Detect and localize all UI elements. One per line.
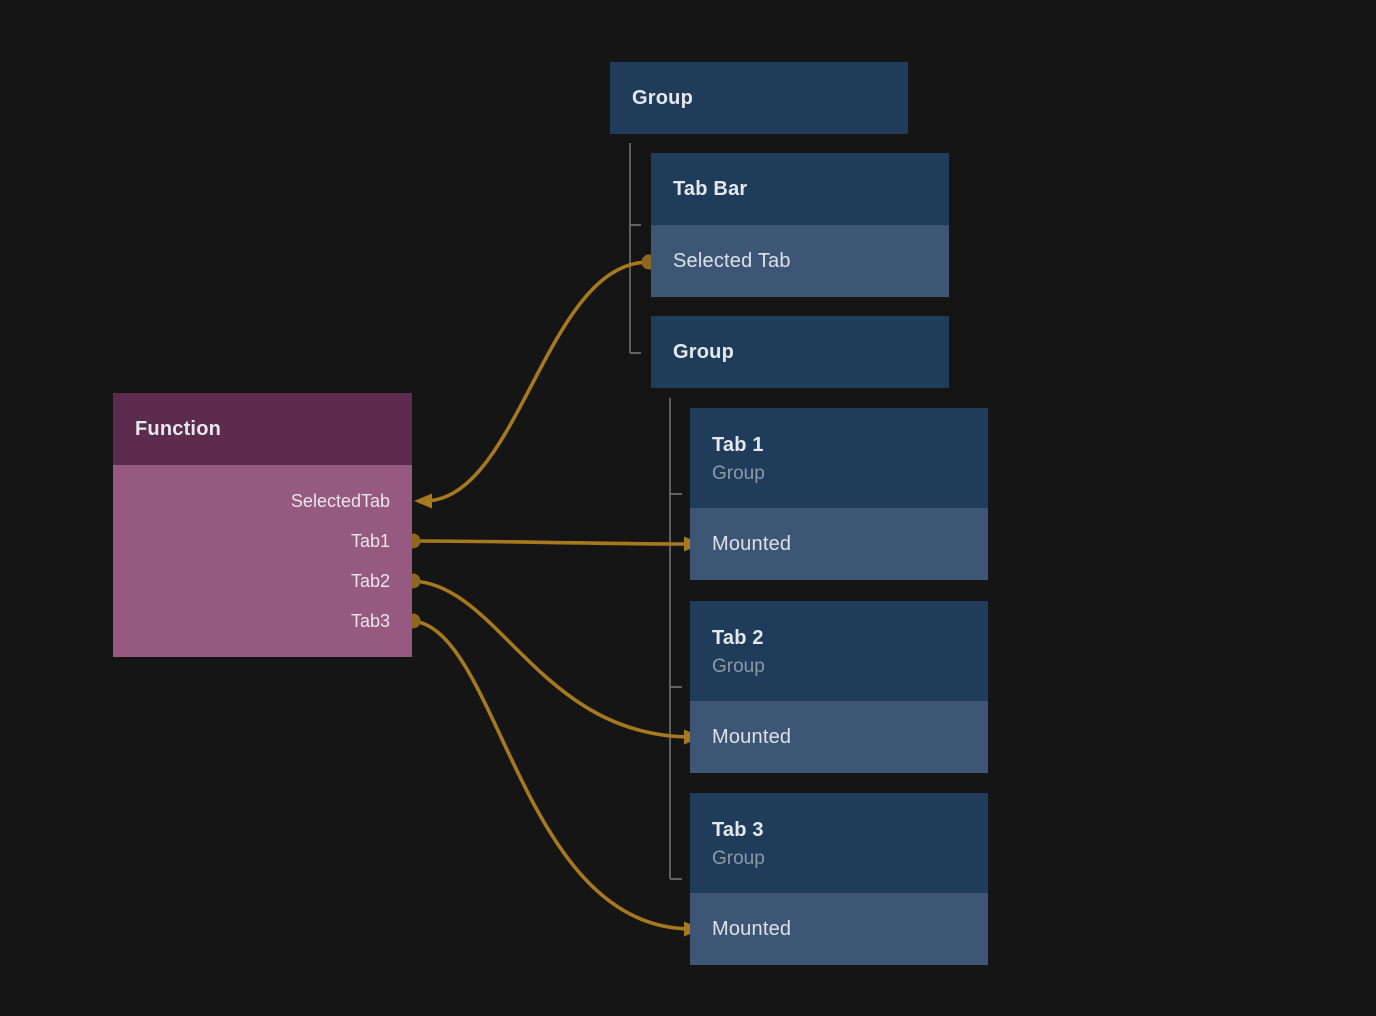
node-group-root: Group: [610, 62, 908, 134]
port-label: Tab3: [350, 610, 390, 631]
tree-line-inner-group: [669, 398, 682, 880]
node-tab-bar: Tab Bar Selected Tab: [651, 153, 949, 297]
node-group-root-header[interactable]: Group: [610, 62, 908, 134]
node-tab-2-header[interactable]: Tab 2 Group: [690, 601, 988, 701]
row-label: Mounted: [712, 532, 792, 555]
node-title: Tab 3: [712, 818, 764, 841]
port-tab3[interactable]: Tab3: [113, 601, 412, 641]
node-subtitle: Group: [712, 847, 765, 869]
port-selectedtab[interactable]: SelectedTab: [113, 481, 412, 521]
port-tab2[interactable]: Tab2: [113, 561, 412, 601]
row-selected-tab[interactable]: Selected Tab: [651, 225, 949, 297]
node-tab-3-header[interactable]: Tab 3 Group: [690, 793, 988, 893]
port-tab1[interactable]: Tab1: [113, 521, 412, 561]
port-label: Tab2: [350, 570, 390, 591]
node-title: Function: [135, 418, 222, 440]
tree-line-root-group: [629, 143, 641, 354]
row-label: Mounted: [712, 917, 792, 940]
node-tab-2: Tab 2 Group Mounted: [690, 601, 988, 773]
wire-selected-tab-to-function[interactable]: [414, 260, 650, 509]
node-function: Function SelectedTab Tab1 Tab2 Tab3: [113, 393, 412, 657]
row-label: Mounted: [712, 725, 792, 748]
node-group-inner-header[interactable]: Group: [651, 316, 949, 388]
node-subtitle: Group: [712, 655, 765, 677]
node-subtitle: Group: [712, 462, 765, 484]
node-tab-1-header[interactable]: Tab 1 Group: [690, 408, 988, 508]
node-function-body: SelectedTab Tab1 Tab2 Tab3: [113, 465, 412, 657]
row-mounted-tab-2[interactable]: Mounted: [690, 701, 988, 773]
wire-tab2-to-mounted[interactable]: [412, 579, 702, 745]
node-title: Group: [673, 341, 734, 363]
wire-tab1-to-mounted[interactable]: [412, 536, 702, 552]
node-function-header[interactable]: Function: [113, 393, 412, 465]
port-label: Tab1: [350, 530, 390, 551]
node-tab-bar-header[interactable]: Tab Bar: [651, 153, 949, 225]
node-title: Tab 2: [712, 626, 764, 649]
row-mounted-tab-1[interactable]: Mounted: [690, 508, 988, 580]
wire-tab3-to-mounted[interactable]: [412, 619, 702, 937]
node-title: Tab 1: [712, 433, 764, 456]
node-group-inner: Group: [651, 316, 949, 388]
port-label: SelectedTab: [290, 490, 390, 511]
node-tab-1: Tab 1 Group Mounted: [690, 408, 988, 580]
node-tab-3: Tab 3 Group Mounted: [690, 793, 988, 965]
row-label: Selected Tab: [673, 249, 791, 272]
node-title: Tab Bar: [673, 178, 748, 200]
row-mounted-tab-3[interactable]: Mounted: [690, 893, 988, 965]
node-title: Group: [632, 87, 693, 109]
